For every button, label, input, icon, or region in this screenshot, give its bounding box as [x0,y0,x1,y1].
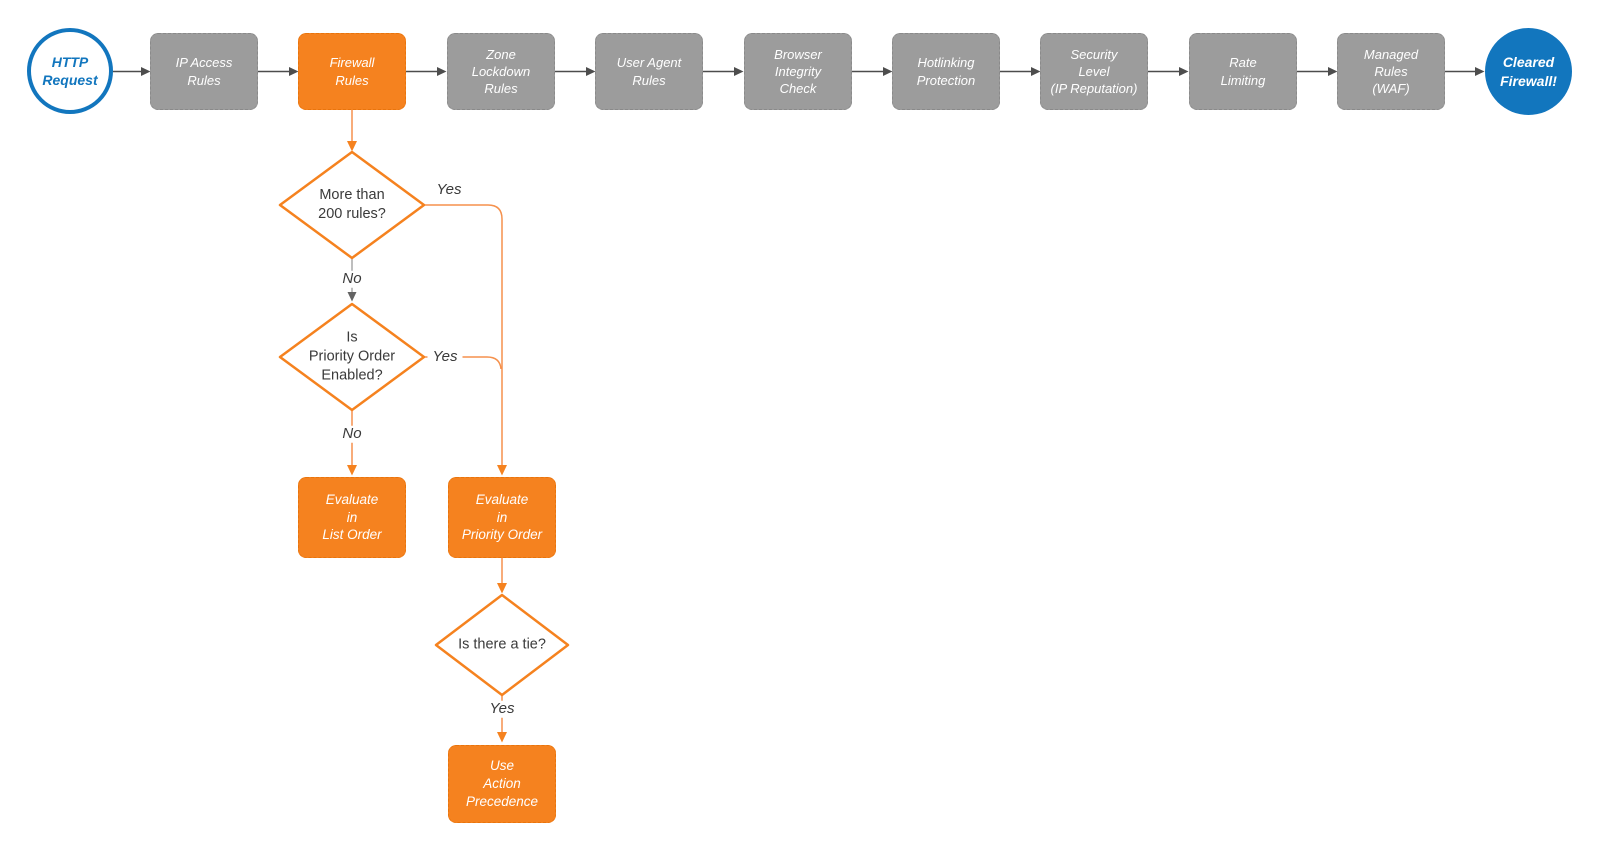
edge-label-yes-priority-enabled: Yes [427,348,463,366]
process-label: Evaluate in List Order [322,491,382,543]
node-cleared-firewall-label: Cleared Firewall! [1500,54,1557,89]
stage-ip-access-rules: IP Access Rules [150,33,258,110]
stage-label: Managed Rules (WAF) [1363,46,1419,97]
edge-label-yes-tie: Yes [484,700,520,718]
stage-security-level-ip-reputation: Security Level (IP Reputation) [1040,33,1148,110]
process-evaluate-list-order: Evaluate in List Order [298,477,406,558]
stage-label: Browser Integrity Check [774,46,822,97]
stage-label: Hotlinking Protection [916,55,976,88]
decision-is-there-a-tie-shape [434,593,570,697]
stage-label: Firewall Rules [329,55,375,88]
decision-more-than-200-rules-shape [278,150,426,260]
decision-diamonds [278,150,570,697]
process-label: Evaluate in Priority Order [461,491,543,543]
stage-rate-limiting: Rate Limiting [1189,33,1297,110]
decision-priority-order-enabled-shape [278,302,426,412]
process-use-action-precedence: Use Action Precedence [448,745,556,823]
stage-firewall-rules: Firewall Rules [298,33,406,110]
node-cleared-firewall: Cleared Firewall! [1485,28,1572,115]
decision-is-there-a-tie: Is there a tie? [458,636,546,653]
stage-managed-rules-waf: Managed Rules (WAF) [1337,33,1445,110]
process-label: Use Action Precedence [465,758,539,809]
decision-priority-order-enabled: Is Priority Order Enabled? [308,329,396,384]
stage-browser-integrity-check: Browser Integrity Check [744,33,852,110]
node-http-request-label: HTTP Request [42,53,98,88]
edge-label-yes-more-than-200: Yes [431,181,467,199]
stage-label: User Agent Rules [616,55,682,88]
edge-label-no-more-than-200: No [337,270,367,288]
process-evaluate-priority-order: Evaluate in Priority Order [448,477,556,558]
edge-label-no-priority-enabled: No [337,425,367,443]
decision-more-than-200-rules: More than 200 rules? [318,187,386,222]
stage-label: IP Access Rules [175,55,233,88]
stage-zone-lockdown-rules: Zone Lockdown Rules [447,33,555,110]
stage-user-agent-rules: User Agent Rules [595,33,703,110]
node-http-request: HTTP Request [27,28,113,114]
stage-label: Rate Limiting [1220,55,1266,88]
stage-label: Zone Lockdown Rules [471,46,531,97]
stage-hotlinking-protection: Hotlinking Protection [892,33,1000,110]
stage-label: Security Level (IP Reputation) [1050,46,1138,97]
